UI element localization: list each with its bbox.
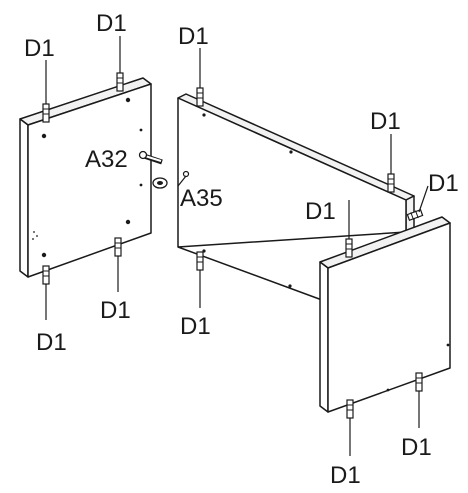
callout-d1: D1 xyxy=(180,313,211,340)
callout-labels: D1 D1 D1 D1 D1 D1 A32 A35 D1 D1 D1 D1 D1 xyxy=(24,10,459,489)
dowel xyxy=(415,372,423,392)
callout-d1: D1 xyxy=(428,170,459,197)
callout-d1: D1 xyxy=(330,462,361,489)
dowel xyxy=(196,251,204,271)
dowel xyxy=(42,265,50,285)
callout-d1: D1 xyxy=(100,297,131,324)
leader-lines xyxy=(45,36,429,456)
dowel xyxy=(345,238,353,258)
dowel xyxy=(114,237,122,257)
dowel xyxy=(42,103,50,123)
callout-d1: D1 xyxy=(36,329,67,356)
a32-screw xyxy=(138,150,163,165)
left-side-panel xyxy=(19,77,152,278)
callout-d1: D1 xyxy=(305,198,336,225)
dowel xyxy=(196,87,204,107)
dowel xyxy=(116,72,124,92)
callout-d1: D1 xyxy=(178,23,209,50)
callout-d1: D1 xyxy=(96,10,127,37)
dowel xyxy=(406,209,424,221)
callout-d1: D1 xyxy=(401,434,432,461)
dowel xyxy=(346,399,354,419)
callout-d1: D1 xyxy=(370,108,401,135)
dowel xyxy=(387,173,395,193)
callout-a32: A32 xyxy=(85,146,128,173)
callout-a35: A35 xyxy=(180,185,223,212)
right-side-panel xyxy=(319,216,451,413)
callout-d1: D1 xyxy=(24,35,55,62)
